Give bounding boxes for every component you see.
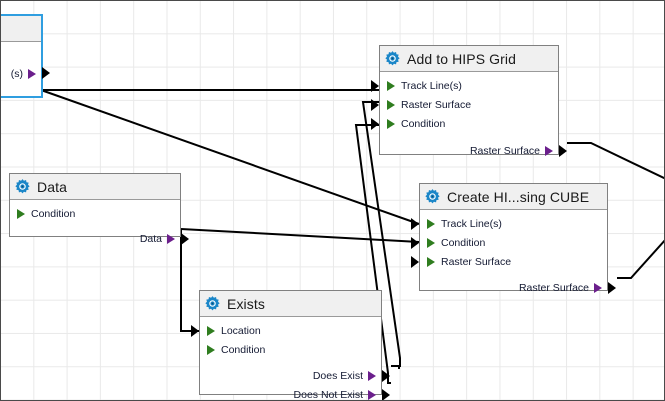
input-marker-icon [207,325,215,336]
gear-icon [15,179,30,194]
input-port-label: Track Line(s) [441,217,502,230]
node-body: Track Line(s) Raster Surface Condition R… [371,72,567,162]
output-marker-icon [545,145,553,156]
node-body: (s) [1,42,50,85]
output-connector-nub [608,282,616,294]
input-port-raster-surface[interactable]: Raster Surface [371,95,558,114]
input-port-location[interactable]: Location [191,321,381,340]
gear-icon [385,51,400,66]
node-add-to-hips-grid[interactable]: Add to HIPS Grid Track Line(s) Raster Su… [371,45,567,157]
input-port-label: Raster Surface [401,98,472,111]
input-connector-nub [191,325,199,337]
wire-data-to-cube-condition [180,228,420,243]
wire-tl-to-cube-track [40,89,420,225]
node-body: Track Line(s) Condition Raster Surface R… [411,210,616,299]
input-marker-icon [207,344,215,355]
node-body: Location Condition Does Exist Does Not E… [191,317,390,401]
input-connector-nub [411,237,419,249]
output-port-label: Data [139,232,162,245]
node-body: Condition Data [10,200,189,250]
node-title-bar: Data [10,174,180,200]
input-marker-icon [387,118,395,129]
input-connector-nub [411,218,419,230]
input-marker-icon [427,256,435,267]
output-connector-nub [382,370,390,382]
node-title-bar: Create HI...sing CUBE [420,184,607,210]
input-connector-nub [371,99,379,111]
output-connector-nub [42,67,50,79]
node-title-label: Create HI...sing CUBE [447,188,590,205]
node-title-label: Exists [227,295,265,312]
output-marker-icon [368,370,376,381]
input-port-condition[interactable]: Condition [10,204,180,223]
input-port-condition[interactable]: Condition [371,114,558,133]
input-port-label: Location [221,324,261,337]
wire-cube-out-right [617,239,664,279]
output-port-label: Does Exist [312,369,363,382]
input-connector-nub [371,118,379,130]
input-marker-icon [17,208,25,219]
output-port-data[interactable]: Data [10,229,189,248]
node-create-hips-using-cube[interactable]: Create HI...sing CUBE Track Line(s) Cond… [411,183,616,294]
input-port-raster-surface[interactable]: Raster Surface [411,252,607,271]
output-port-does-exist[interactable]: Does Exist [200,366,390,385]
input-marker-icon [387,99,395,110]
node-data[interactable]: Data Condition Data [9,173,189,245]
input-port-track-lines[interactable]: Track Line(s) [371,76,558,95]
input-marker-icon [427,218,435,229]
output-connector-nub [181,233,189,245]
input-connector-nub [371,80,379,92]
gear-icon [425,189,440,204]
input-port-track-lines[interactable]: Track Line(s) [411,214,607,233]
gear-icon [205,296,220,311]
input-port-label: Condition [221,343,266,356]
input-port-label: Track Line(s) [401,79,462,92]
input-port-label: Raster Surface [441,255,512,268]
output-port-label: Raster Surface [518,281,589,294]
output-connector-nub [382,389,390,400]
output-port-raster-surface[interactable]: Raster Surface [420,278,616,297]
output-port-label: Raster Surface [469,144,540,157]
output-port-does-not-exist[interactable]: Does Not Exist [200,385,390,401]
input-marker-icon [387,80,395,91]
output-marker-icon [368,389,376,400]
input-marker-icon [427,237,435,248]
input-port-label: Condition [441,236,486,249]
node-partial-top-left[interactable]: (s) [1,14,50,98]
input-port-label: Condition [401,117,446,130]
output-marker-icon [594,282,602,293]
output-port-raster-surface[interactable]: Raster Surface [380,141,567,160]
node-title-bar: Add to HIPS Grid [380,46,558,72]
input-port-condition[interactable]: Condition [200,340,381,359]
output-marker-icon [167,233,175,244]
node-exists[interactable]: Exists Location Condition Does Exist [191,290,390,400]
output-marker-icon [28,68,36,79]
output-port[interactable]: (s) [1,64,50,83]
output-connector-nub [559,145,567,157]
output-port-label: (s) [10,67,23,80]
node-title-label: Data [37,178,67,195]
input-port-condition[interactable]: Condition [411,233,607,252]
input-connector-nub [411,256,419,268]
node-title-label: Add to HIPS Grid [407,50,516,67]
node-title-bar [1,16,41,42]
output-port-label: Does Not Exist [293,388,363,401]
input-port-label: Condition [31,207,76,220]
node-title-bar: Exists [200,291,381,317]
wire-doesexist-riser [361,101,401,367]
wire-hips-out-right [567,142,664,180]
